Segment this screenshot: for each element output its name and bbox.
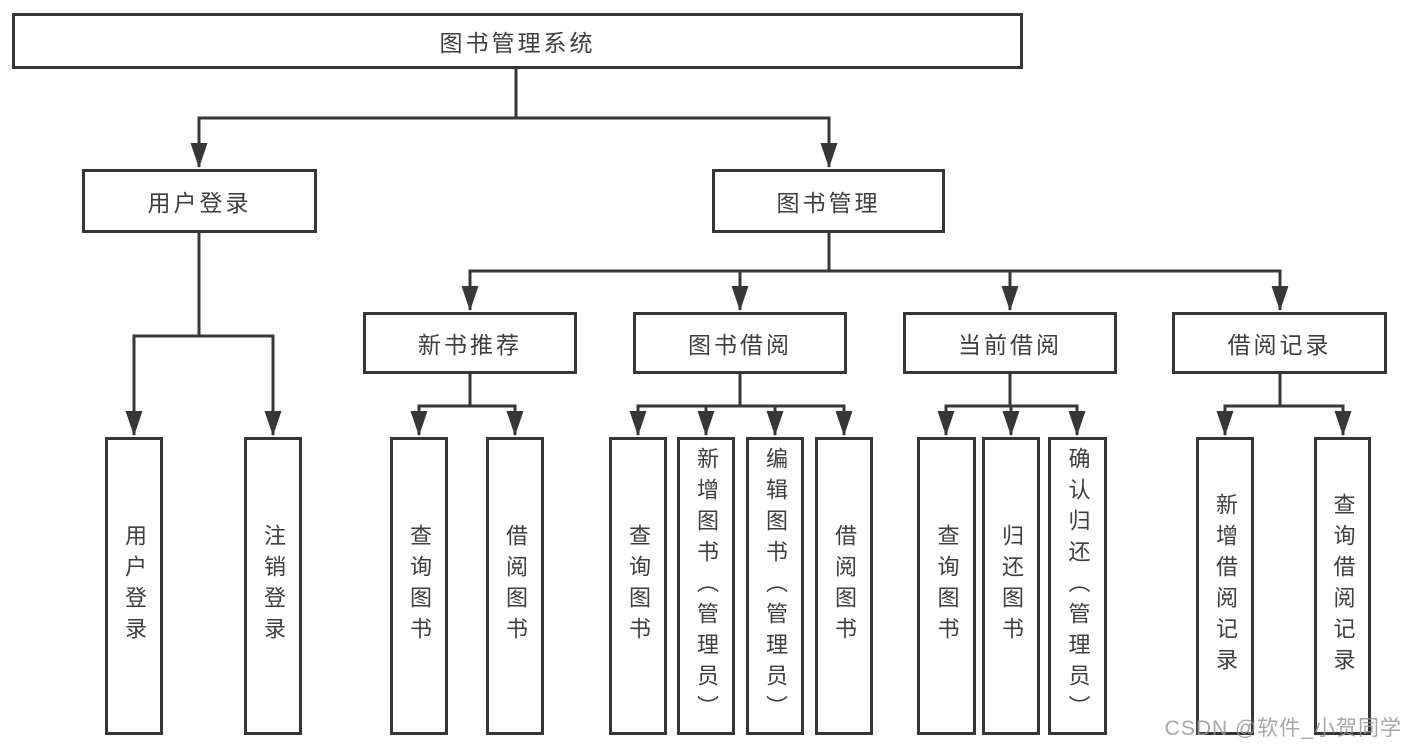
leaf-borrow-books-recommend: 借阅图书 [486, 437, 544, 735]
node-user-login-label: 用户登录 [147, 190, 252, 216]
leaf-query-books-borrow: 查询图书 [609, 437, 667, 735]
leaf-query-borrow-record-label: 查询借阅记录 [1330, 493, 1356, 679]
leaf-query-books-recommend-label: 查询图书 [407, 524, 432, 648]
node-book-management: 图书管理 [712, 169, 945, 233]
leaf-borrow-books-recommend-label: 借阅图书 [503, 524, 528, 648]
leaf-query-borrow-record: 查询借阅记录 [1314, 437, 1371, 735]
leaf-borrow-books-label: 借阅图书 [832, 524, 857, 648]
leaf-query-books-current: 查询图书 [917, 437, 976, 735]
leaf-add-books-admin-label: 新增图书（管理员） [694, 446, 719, 726]
leaf-return-books: 归还图书 [982, 437, 1040, 735]
leaf-add-borrow-record: 新增借阅记录 [1196, 437, 1254, 735]
leaf-add-borrow-record-label: 新增借阅记录 [1213, 493, 1238, 679]
node-root-label: 图书管理系统 [439, 30, 596, 56]
node-borrow-records: 借阅记录 [1172, 312, 1387, 374]
leaf-user-login: 用户登录 [105, 437, 163, 735]
node-new-book-recommend: 新书推荐 [363, 312, 577, 374]
node-book-borrow: 图书借阅 [633, 312, 847, 374]
leaf-user-login-label: 用户登录 [122, 524, 147, 648]
leaf-confirm-return-admin-label: 确认归还（管理员） [1065, 446, 1091, 726]
leaf-borrow-books: 借阅图书 [815, 437, 873, 735]
leaf-add-books-admin: 新增图书（管理员） [677, 437, 735, 735]
leaf-confirm-return-admin: 确认归还（管理员） [1048, 437, 1107, 735]
node-root-library-system: 图书管理系统 [12, 13, 1023, 69]
node-borrow-records-label: 借阅记录 [1227, 332, 1332, 358]
node-book-management-label: 图书管理 [776, 190, 881, 216]
node-current-borrow-label: 当前借阅 [958, 332, 1062, 358]
node-user-login: 用户登录 [82, 169, 317, 233]
node-current-borrow: 当前借阅 [903, 312, 1117, 374]
node-new-book-recommend-label: 新书推荐 [418, 332, 522, 358]
leaf-logout: 注销登录 [244, 437, 302, 735]
leaf-edit-books-admin: 编辑图书（管理员） [746, 437, 804, 735]
leaf-edit-books-admin-label: 编辑图书（管理员） [763, 446, 788, 726]
leaf-query-books-current-label: 查询图书 [934, 524, 960, 648]
leaf-query-books-borrow-label: 查询图书 [626, 524, 651, 648]
leaf-return-books-label: 归还图书 [999, 524, 1024, 648]
leaf-logout-label: 注销登录 [261, 524, 286, 648]
leaf-query-books-recommend: 查询图书 [390, 437, 448, 735]
csdn-watermark: CSDN @软件_小贺同学 [1164, 717, 1402, 740]
node-book-borrow-label: 图书借阅 [688, 332, 792, 358]
